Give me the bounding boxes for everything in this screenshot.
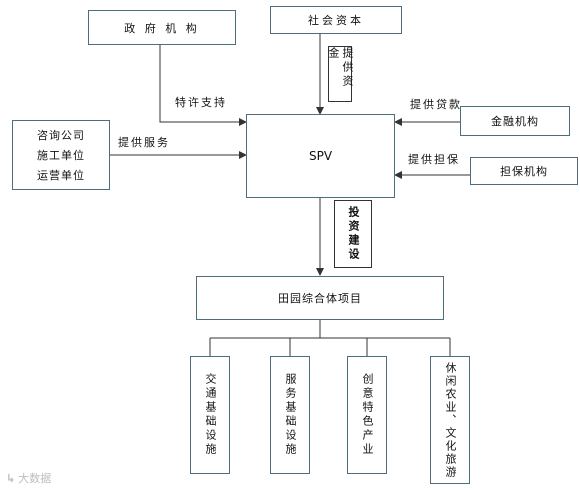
consulting-construction-operation-node: 咨询公司 施工单位 运营单位	[12, 120, 110, 190]
guarantee-institution-label: 担保机构	[500, 165, 548, 178]
social-capital-label: 社会资本	[308, 14, 364, 27]
provide-guarantee-edge-label: 提供担保	[408, 153, 460, 166]
government-label: 政 府 机 构	[124, 21, 200, 35]
transport-infrastructure-label: 交通基础设施	[204, 373, 217, 457]
leisure-agriculture-tourism-label: 休闲农业、文化旅游	[444, 361, 457, 479]
financial-institution-node: 金融机构	[460, 106, 570, 136]
government-to-spv-arrow	[159, 45, 247, 126]
rural-complex-project-label: 田园综合体项目	[278, 292, 362, 305]
government-node: 政 府 机 构	[88, 10, 236, 45]
watermark-logo-icon: ↳	[6, 471, 16, 485]
guarantee-institution-node: 担保机构	[470, 157, 578, 185]
sub-project-creative-industry: 创意特色产业	[347, 356, 387, 474]
watermark: ↳ 大数据	[6, 470, 51, 486]
consulting-company-label: 咨询公司	[37, 129, 85, 142]
financial-institution-label: 金融机构	[491, 115, 539, 128]
rural-complex-project-node: 田园综合体项目	[196, 276, 444, 320]
construction-unit-label: 施工单位	[37, 149, 85, 162]
provide-funds-text: 提供资金	[327, 47, 354, 89]
provide-loans-edge-label: 提供贷款	[410, 98, 462, 111]
sub-project-service-infrastructure: 服务基础设施	[270, 356, 310, 474]
sub-project-transport-infrastructure: 交通基础设施	[190, 356, 230, 474]
sub-project-leisure-agriculture-tourism: 休闲农业、文化旅游	[430, 356, 470, 484]
watermark-text: 大数据	[18, 472, 52, 485]
spv-label: SPV	[308, 149, 333, 163]
spv-node: SPV	[246, 114, 395, 198]
social-capital-node: 社会资本	[270, 6, 402, 34]
provide-funds-edge-label: 提供资金	[327, 46, 354, 102]
service-infrastructure-label: 服务基础设施	[284, 373, 297, 457]
invest-build-edge-label: 投资建设	[334, 200, 372, 268]
invest-build-text: 投资建设	[347, 206, 360, 262]
operation-unit-label: 运营单位	[37, 169, 85, 182]
policy-support-edge-label: 特许支持	[175, 96, 227, 109]
provide-service-edge-label: 提供服务	[118, 136, 170, 149]
project-to-subprojects-lines	[209, 320, 451, 356]
creative-industry-label: 创意特色产业	[361, 373, 374, 457]
